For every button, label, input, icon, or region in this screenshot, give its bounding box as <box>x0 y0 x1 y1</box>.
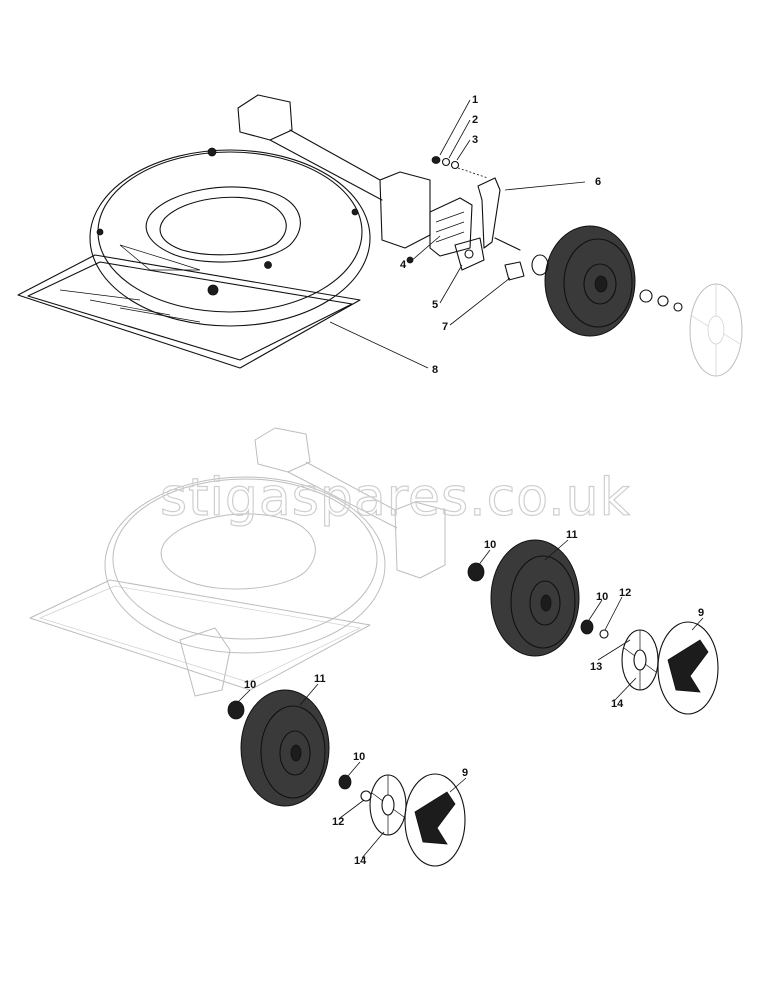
label-10: 10 <box>353 751 365 763</box>
rear-wheel-top <box>531 225 683 337</box>
label-9: 9 <box>462 767 468 779</box>
label-6: 6 <box>595 176 601 188</box>
label-9: 9 <box>698 607 704 619</box>
label-10: 10 <box>484 539 496 551</box>
wheel-right <box>467 539 609 657</box>
label-7: 7 <box>442 321 448 333</box>
hubcap-top <box>689 283 743 377</box>
hub-insert-right <box>621 629 659 691</box>
mower-deck-ghost <box>29 427 446 697</box>
bolt-nut-washer-set <box>431 156 489 179</box>
label-10: 10 <box>596 591 608 603</box>
label-10: 10 <box>244 679 256 691</box>
label-14: 14 <box>611 698 624 710</box>
label-14: 14 <box>354 855 367 867</box>
label-3: 3 <box>472 134 478 146</box>
label-5: 5 <box>432 299 438 311</box>
mower-deck-top <box>17 94 431 369</box>
leader-lines-bottom <box>237 539 704 859</box>
label-11: 11 <box>314 673 326 685</box>
watermark-text: stigaspares.co.uk <box>160 468 631 528</box>
label-4: 4 <box>400 259 407 271</box>
hubcap-right <box>657 621 719 715</box>
label-1: 1 <box>472 94 478 106</box>
label-13: 13 <box>590 661 602 673</box>
hub-insert-left <box>369 774 407 836</box>
wheel-left <box>227 689 372 807</box>
label-8: 8 <box>432 364 438 376</box>
label-2: 2 <box>472 114 478 126</box>
label-12: 12 <box>332 816 344 828</box>
hubcap-left <box>404 773 466 867</box>
height-adjust-assembly <box>429 177 525 281</box>
leader-lines-top <box>329 99 586 369</box>
label-11: 11 <box>566 529 578 541</box>
label-12: 12 <box>619 587 631 599</box>
part-labels: 1 2 3 6 4 5 7 8 10 11 10 12 9 13 14 10 1… <box>244 94 704 867</box>
